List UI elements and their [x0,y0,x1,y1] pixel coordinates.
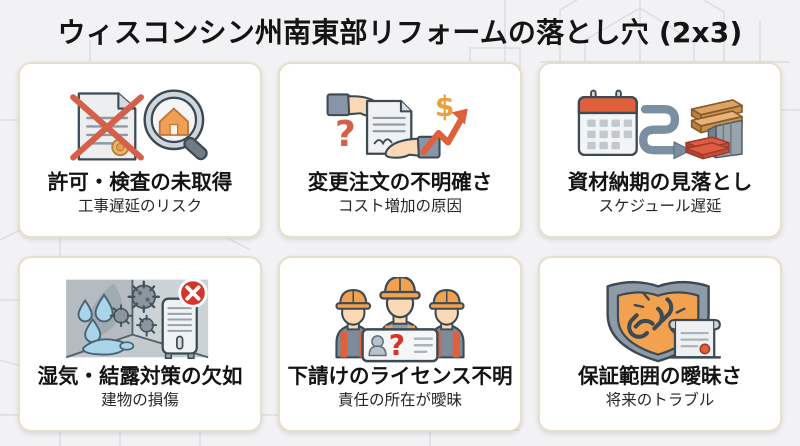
card-subtitle: コスト増加の原因 [337,197,462,216]
page-title: ウィスコンシン州南東部リフォームの落とし穴 (2x3) [57,16,743,49]
card-title: 許可・検査の未取得 [47,169,233,194]
card-subcontractor-license[interactable]: ? 下請けのライセンス不明 責任の所在が曖昧 [278,256,522,432]
card-title: 資材納期の見落とし [567,169,753,194]
card-title: 湿気・結露対策の欠如 [37,363,243,388]
card-subtitle: 将来のトラブル [605,391,715,410]
card-title: 保証範囲の曖昧さ [578,363,742,388]
card-subtitle: 建物の損傷 [101,391,179,410]
card-permit-inspection[interactable]: 許可・検査の未取得 工事遅延のリスク [18,62,262,238]
card-warranty-scope[interactable]: 保証範囲の曖昧さ 将来のトラブル [538,256,782,432]
shield-broken-chain-with-certificate-icon [594,277,726,363]
page-header: ウィスコンシン州南東部リフォームの落とし穴 (2x3) [18,0,782,62]
card-title: 下請けのライセンス不明 [287,363,513,388]
card-title: 変更注文の不明確さ [307,169,493,194]
card-subtitle: スケジュール遅延 [598,197,722,216]
card-change-order[interactable]: ? $ 変更注文の不明確さ コスト増加の原因 [278,62,522,238]
card-subtitle: 責任の所在が曖昧 [337,391,462,410]
card-material-lead-time[interactable]: 資材納期の見落とし スケジュール遅延 [538,62,782,238]
three-construction-workers-with-unknown-id-card-icon: ? [325,276,475,363]
svg-text:?: ? [389,329,405,362]
card-subtitle: 工事遅延のリスク [77,197,202,216]
pitfall-card-grid: 許可・検査の未取得 工事遅延のリスク [18,62,782,432]
svg-text:?: ? [335,115,356,156]
hands-exchanging-contract-with-question-and-rising-cost-icon: ? $ [320,83,480,169]
damp-wall-mold-dehumidifier-blocked-icon [64,277,216,363]
svg-text:$: $ [435,90,455,123]
card-moisture-condensation[interactable]: 湿気・結露対策の欠如 建物の損傷 [18,256,262,432]
crossed-permit-document-with-house-magnifier-icon [60,83,220,169]
calendar-arrow-building-materials-icon [576,83,744,169]
